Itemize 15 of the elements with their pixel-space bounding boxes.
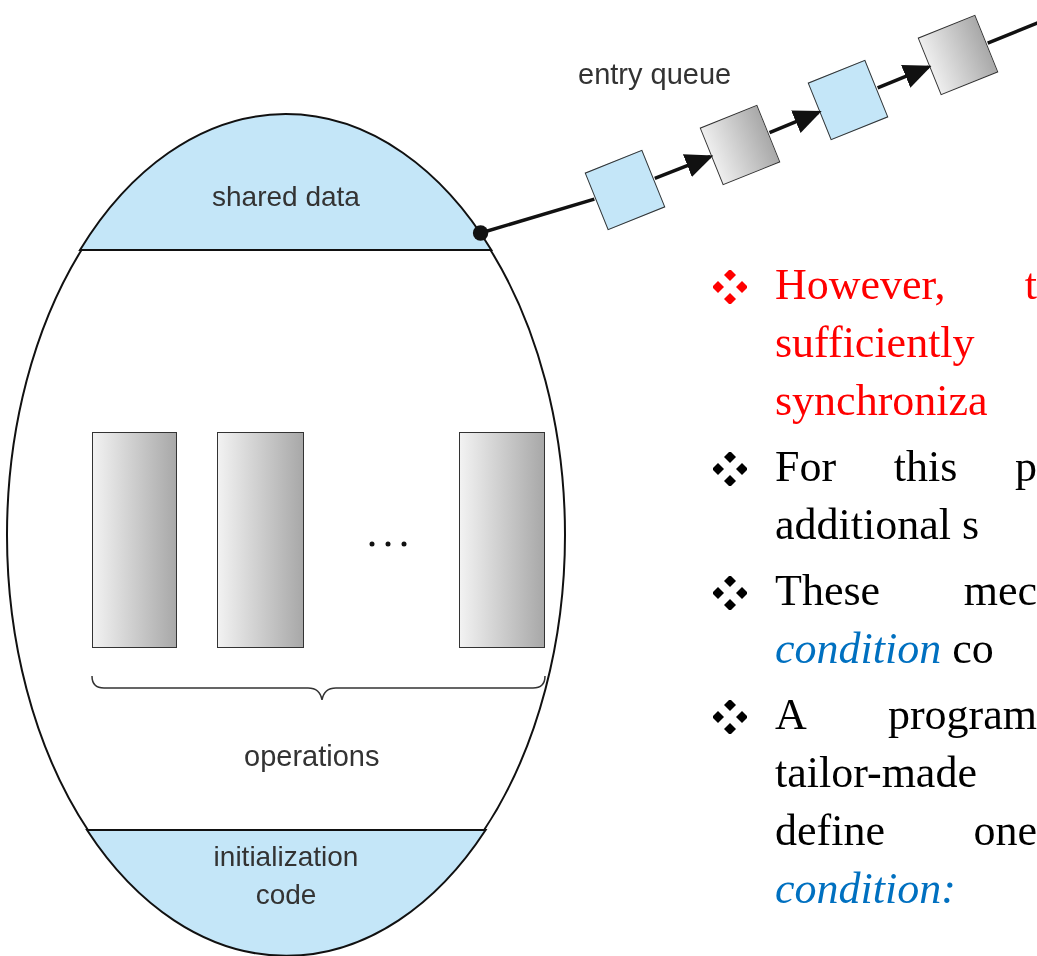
arrow — [876, 65, 932, 90]
procedure-bar — [459, 432, 545, 648]
bullet-text: These mec condition co — [775, 565, 1037, 675]
bullet-text: However, t sufficiently synchroniza — [775, 259, 1037, 427]
band-label: initialization code — [212, 840, 360, 912]
arrow — [654, 154, 714, 180]
connector-line — [472, 197, 595, 241]
queue-label: entry queue — [578, 58, 732, 91]
band-label: shared data — [211, 180, 361, 214]
arrow — [768, 110, 822, 135]
operations-label: operations — [244, 740, 380, 773]
bullet-text: A program tailor-made define one condition: — [775, 689, 1037, 915]
procedure-bar — [92, 432, 177, 648]
bullet-text: For this p additional s — [775, 441, 1037, 551]
procedure-bar — [217, 432, 304, 648]
